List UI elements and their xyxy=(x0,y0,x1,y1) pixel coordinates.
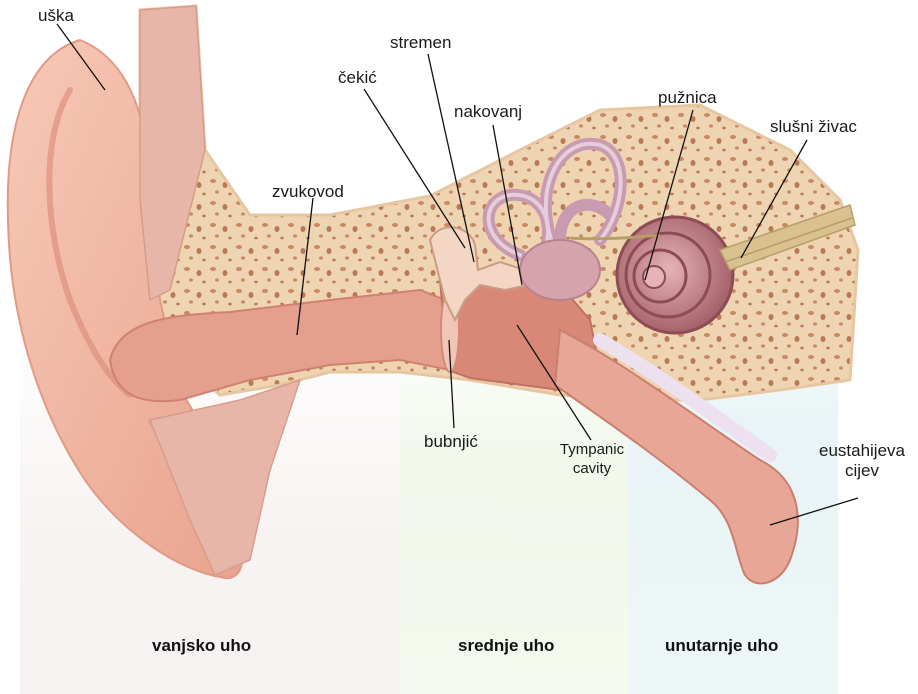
label-anvil: nakovanj xyxy=(454,102,523,121)
label-eardrum: bubnjić xyxy=(424,432,478,451)
label-eustachian-tube: eustahijeva cijev xyxy=(812,441,912,481)
label-hammer: čekić xyxy=(338,68,377,87)
label-eustachian-line1: eustahijeva xyxy=(818,441,905,460)
cochlea-shape xyxy=(615,215,735,335)
zone-title-middle: srednje uho xyxy=(458,636,555,655)
label-auricle: uška xyxy=(38,6,74,25)
label-tympanic-cavity-line2: cavity xyxy=(572,460,612,477)
eustachian-tube-shape xyxy=(553,328,799,585)
label-stirrup: stremen xyxy=(390,33,452,52)
label-ear-canal: zvukovod xyxy=(272,182,344,201)
zone-title-inner: unutarnje uho xyxy=(665,636,779,655)
label-tympanic-cavity-line1: Tympanic xyxy=(559,441,625,458)
ossicles-shape xyxy=(428,226,530,323)
auditory-nerve-shape xyxy=(569,204,856,271)
zone-title-outer: vanjsko uho xyxy=(152,636,252,655)
label-auditory-nerve: slušni živac xyxy=(770,117,857,136)
label-cochlea: pužnica xyxy=(658,88,717,107)
label-eustachian-line2: cijev xyxy=(844,461,879,480)
label-tympanic-cavity: Tympanic cavity xyxy=(556,440,628,478)
leader-lines xyxy=(56,23,859,526)
